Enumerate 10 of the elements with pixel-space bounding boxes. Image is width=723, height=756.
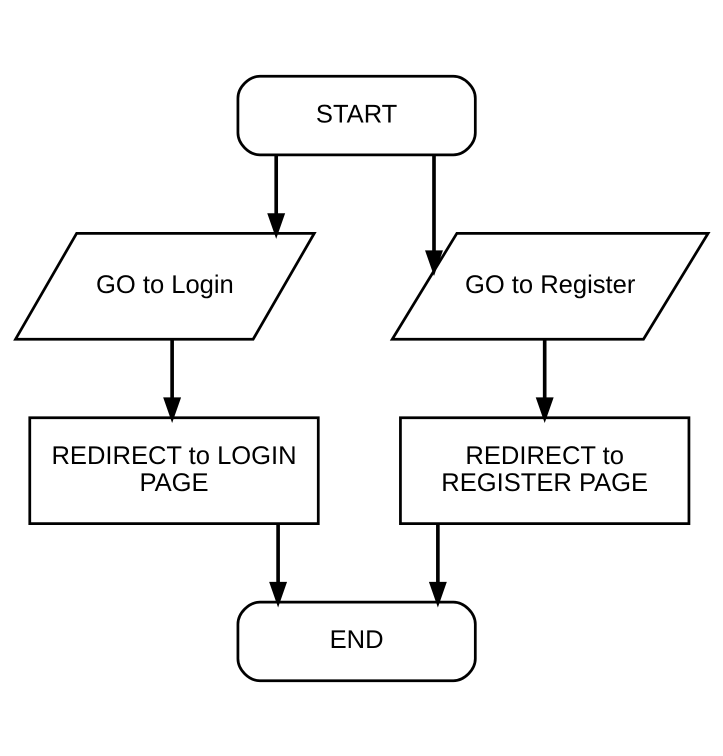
node-box: REDIRECT to LOGIN PAGE (28, 416, 320, 525)
arrow (428, 523, 447, 607)
node-box: REDIRECT to REGISTER PAGE (399, 416, 690, 525)
arrow (267, 154, 286, 238)
arrow (536, 339, 554, 423)
node-box: END (236, 600, 477, 682)
node-box: START (236, 74, 477, 156)
arrow (269, 523, 288, 607)
arrow (425, 154, 443, 276)
arrow (163, 339, 182, 423)
